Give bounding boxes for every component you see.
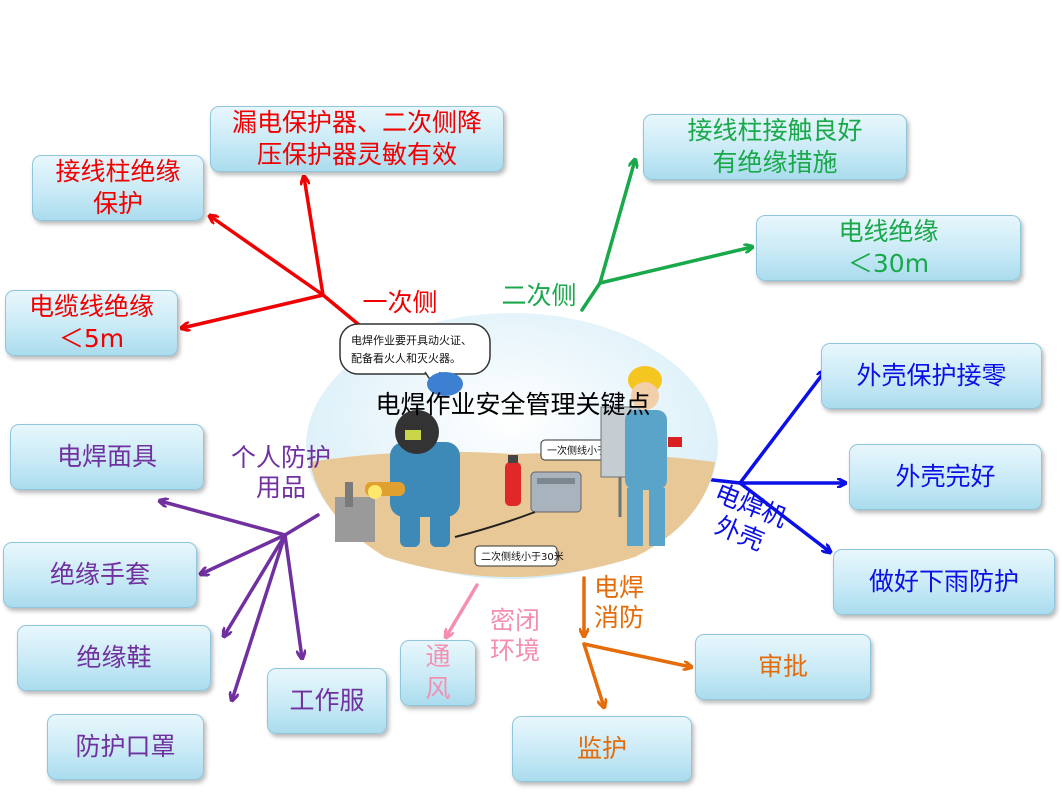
arrow-casing-rain (738, 481, 830, 552)
box-ventilation: 通 风 (400, 640, 476, 706)
blue-helmet (427, 372, 463, 396)
secondary-sign-text: 二次侧线小于30米 (481, 550, 564, 563)
arrow-secondary-wire (598, 247, 752, 285)
label-secondary-side: 二次侧 (501, 281, 577, 310)
label-ppe: 个人防护 用品 (230, 443, 331, 502)
label-fire: 电焊 消防 (593, 573, 644, 632)
workpiece (335, 482, 382, 542)
box-leakage-protector: 漏电保护器、二次侧降 压保护器灵敏有效 (210, 106, 504, 172)
speech-line-1: 电焊作业要开具动火证、 (351, 333, 472, 347)
box-wire-insulation: 电线绝缘 ＜30m (756, 215, 1021, 281)
box-rain-protection: 做好下雨防护 (833, 549, 1055, 615)
box-supervision: 监护 (512, 716, 692, 782)
arrow-ppe-mask (160, 501, 287, 537)
box-terminal-insulation: 接线柱绝缘 保护 (32, 155, 204, 221)
arrow-enclosed-ventilation (446, 583, 479, 637)
arrow-ppe-respirator (232, 533, 287, 700)
welding-scene-illustration: 电焊作业要开具动火证、 配备看火人和灭火器。 一次侧线小于5米 (306, 313, 718, 579)
secondary-distance-sign: 二次侧线小于30米 (474, 545, 564, 567)
box-cable-insulation: 电缆线绝缘 ＜5m (5, 290, 178, 356)
box-casing-grounding: 外壳保护接零 (821, 343, 1042, 409)
arrow-casing-grounding (738, 371, 825, 485)
arrow-primary-trunk (321, 293, 360, 326)
box-insulated-shoes: 绝缘鞋 (17, 625, 211, 691)
box-approval: 审批 (695, 634, 871, 700)
speech-line-2: 配备看火人和灭火器。 (351, 351, 461, 365)
center-title: 电焊作业安全管理关键点 (375, 390, 651, 419)
label-enclosed: 密闭 环境 (489, 606, 540, 665)
arrow-fire-approval (582, 642, 691, 667)
box-respirator: 防护口罩 (47, 714, 204, 780)
arrow-ppe-trunk (283, 513, 320, 537)
box-welding-mask: 电焊面具 (10, 424, 204, 490)
arrow-primary-terminal (210, 216, 325, 297)
fire-extinguisher (505, 455, 521, 506)
arrow-ppe-shoes (224, 533, 287, 636)
arrow-secondary-trunk (580, 281, 602, 312)
box-casing-intact: 外壳完好 (849, 444, 1042, 510)
arrow-ppe-workwear (283, 533, 302, 658)
arrow-primary-cable (182, 293, 325, 328)
box-terminal-contact: 接线柱接触良好 有绝缘措施 (643, 114, 907, 180)
arrow-fire-supervision (582, 642, 604, 707)
box-work-clothes: 工作服 (267, 668, 387, 734)
welding-machine (530, 471, 582, 513)
arrow-primary-leakage (304, 177, 325, 297)
welding-cable (454, 511, 536, 538)
arrow-secondary-terminal (598, 160, 635, 285)
box-insulated-gloves: 绝缘手套 (3, 542, 197, 608)
speech-bubble: 电焊作业要开具动火证、 配备看火人和灭火器。 (339, 323, 491, 392)
arrow-ppe-gloves (201, 533, 287, 574)
supervisor-figure (625, 366, 682, 546)
label-primary-side: 一次侧 (362, 288, 438, 317)
